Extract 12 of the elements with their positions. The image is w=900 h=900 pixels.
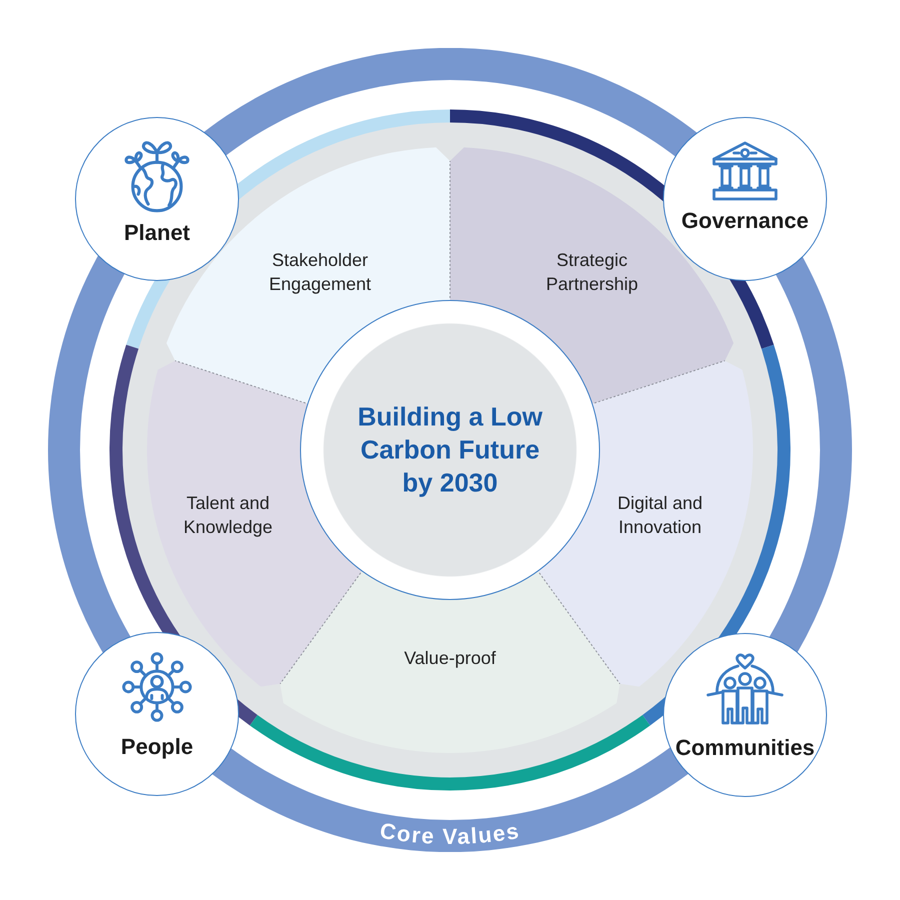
circle-label: Governance [681, 208, 809, 233]
segment-label: Digital and Innovation [616, 492, 704, 539]
circle-label: People [120, 734, 194, 759]
center-title: Building a Low Carbon Future by 2030 [357, 400, 543, 500]
segment [280, 569, 620, 753]
circle-label: Planet [124, 220, 190, 245]
circle-label: Communities [675, 735, 815, 760]
segment-label: Stakeholder Engagement [268, 249, 372, 296]
segment-label: Talent and Knowledge [182, 492, 274, 539]
ring-label: Core Values [378, 818, 522, 849]
segment-label: Value-proof [404, 647, 496, 670]
segment-label: Strategic Partnership [545, 249, 639, 296]
